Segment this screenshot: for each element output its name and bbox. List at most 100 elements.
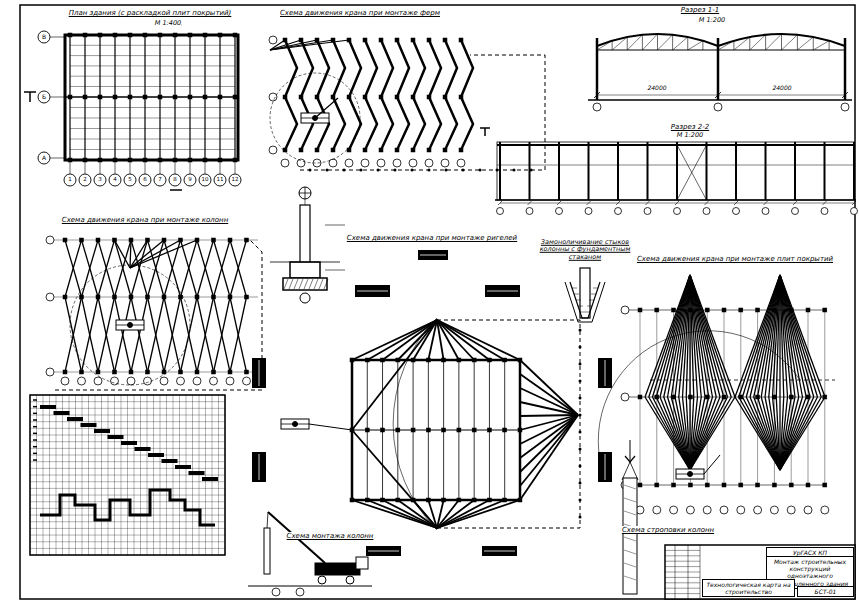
slab-line	[145, 65, 160, 66]
schedule-bar	[108, 435, 124, 439]
column	[623, 478, 637, 594]
slab-line	[115, 118, 130, 119]
boom-reach	[746, 397, 780, 470]
boom-reach	[743, 397, 781, 470]
hatch	[572, 288, 577, 289]
boom-reach	[675, 275, 690, 397]
title-block	[665, 545, 855, 599]
boom-reach	[189, 268, 197, 297]
dimension-tick	[594, 92, 600, 98]
crane-stop	[579, 346, 582, 349]
column-mark	[459, 38, 463, 42]
slab-line	[160, 55, 175, 56]
slab-line	[175, 45, 190, 46]
boom-reach	[148, 297, 156, 335]
crane-symbol	[293, 422, 298, 427]
grid-line	[30, 488, 225, 489]
boom-reach	[383, 500, 437, 528]
column-mark	[427, 95, 431, 99]
boom-reach	[197, 335, 205, 372]
boom-reach	[222, 297, 230, 335]
crane-stop	[579, 329, 582, 332]
hatch	[289, 279, 293, 289]
schedule-bar	[162, 459, 178, 463]
axis-label: 4	[113, 177, 117, 183]
axis-line	[65, 96, 238, 98]
boom-reach	[238, 297, 246, 335]
column	[617, 142, 619, 200]
title-block-row	[665, 582, 700, 583]
boom-reach	[750, 275, 780, 397]
boom-reach	[653, 397, 691, 470]
section-outline	[497, 142, 854, 200]
crane-stop	[360, 169, 363, 172]
axis-bubble	[737, 506, 745, 514]
crane-path	[650, 380, 835, 381]
boom-reach	[437, 320, 520, 360]
truss-web	[766, 34, 782, 50]
boom-reach	[123, 268, 131, 297]
boom-reach	[761, 397, 780, 470]
column	[706, 142, 708, 200]
boom-reach	[739, 397, 780, 470]
axis-label: 6	[143, 177, 147, 183]
axis-bubble	[497, 208, 504, 215]
dimension-line	[718, 95, 845, 96]
boom-reach	[664, 275, 690, 397]
slab-line	[115, 139, 130, 140]
boom-reach	[230, 335, 238, 372]
column	[853, 142, 855, 200]
boom-reach	[189, 335, 197, 372]
drawing-label: М 1:200	[676, 132, 704, 139]
axis-bubble	[154, 174, 166, 186]
storage-stripe	[259, 360, 260, 386]
column-mark	[379, 38, 383, 42]
boom-reach	[214, 240, 222, 268]
truss	[461, 97, 473, 150]
axis-label: 5	[128, 177, 132, 183]
grid-line	[30, 448, 225, 449]
row-mark	[33, 439, 37, 441]
slab-line	[220, 107, 235, 108]
boom-reach	[73, 240, 81, 268]
boom-reach	[156, 268, 164, 297]
axis-line	[54, 297, 258, 298]
crane-stop	[377, 169, 380, 172]
hatch	[587, 306, 592, 307]
truss	[365, 40, 377, 97]
ground-line	[588, 99, 852, 101]
hatch	[299, 279, 303, 289]
slab-line	[160, 86, 175, 87]
boom-reach	[189, 240, 197, 268]
grid-line	[30, 541, 225, 542]
ground-line	[270, 262, 340, 263]
truss	[301, 40, 313, 97]
level-mark	[325, 225, 345, 226]
boom-reach	[649, 397, 690, 470]
axis-bubble	[714, 103, 722, 111]
column	[300, 205, 310, 267]
axis-bubble	[674, 208, 681, 215]
chart-frame	[30, 395, 225, 555]
boom-reach	[172, 268, 180, 297]
slab-line	[175, 128, 190, 129]
boom-reach	[664, 397, 690, 470]
boom-reach	[181, 335, 189, 372]
slab-line	[130, 45, 145, 46]
boom-reach	[139, 268, 147, 297]
storage-block	[418, 250, 448, 260]
boom-reach	[115, 240, 131, 268]
slab-line	[205, 128, 220, 129]
axis-bubble	[720, 506, 728, 514]
boom-reach	[98, 240, 106, 268]
drawing-label: 24000	[646, 85, 667, 92]
slab-line	[70, 118, 85, 119]
column-mark	[443, 148, 447, 152]
boom-reach	[205, 297, 213, 335]
axis-bubble	[79, 174, 91, 186]
column-mark	[379, 148, 383, 152]
crane-stop	[309, 169, 312, 172]
slab-line	[130, 118, 145, 119]
crane-reach	[598, 331, 800, 460]
schedule-chart	[30, 395, 225, 555]
